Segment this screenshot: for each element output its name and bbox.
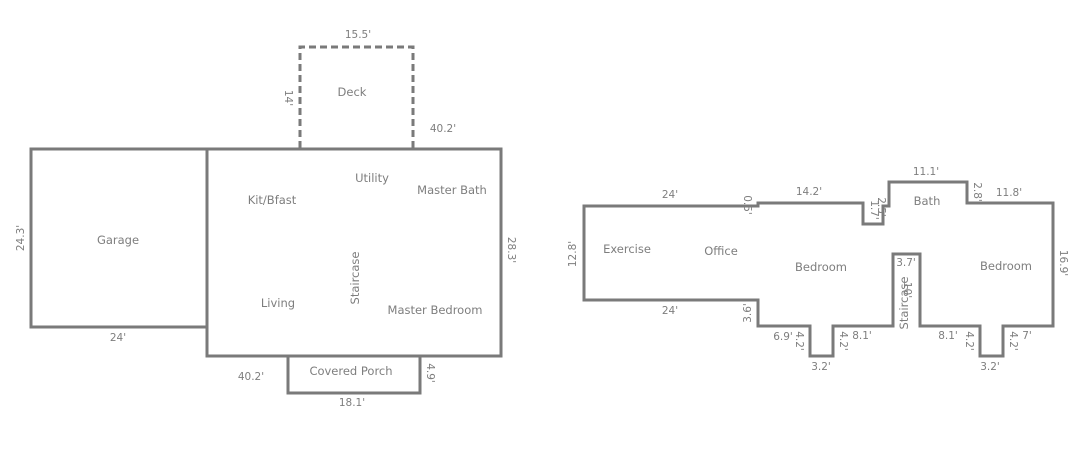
dimension-jog-right-depth: 4.2' (963, 331, 975, 351)
room-label-master-bath: Master Bath (417, 183, 487, 197)
dimension-jog-right-depth-b: 4.2' (1007, 331, 1019, 351)
second-floor-outline (582, 180, 1055, 358)
dimension-jog-left: 6.9' (773, 331, 793, 343)
dimension-left-height: 12.8' (567, 241, 579, 267)
dimension-jog-right-width: 3.2' (980, 361, 1000, 373)
dimension-garage-width: 24' (110, 332, 126, 344)
room-label-staircase-second: Staircase (897, 277, 911, 330)
room-label-bedroom-center: Bedroom (795, 260, 847, 274)
dimension-notch-a: 1.7' (868, 200, 880, 220)
dimension-porch-depth: 4.9' (424, 363, 436, 383)
dimension-house-width-top: 40.2' (430, 123, 456, 135)
dimension-garage-depth: 24.3' (15, 225, 27, 251)
room-label-office: Office (704, 244, 738, 258)
dimension-jog-left-depth-b: 4.2' (837, 331, 849, 351)
dimension-bath-step: 2.8' (971, 182, 983, 202)
room-label-master-bedroom: Master Bedroom (388, 303, 483, 317)
dimension-mid-left: 8.1' (852, 330, 872, 342)
porch-outline (286, 356, 422, 395)
dimension-top-left: 24' (662, 189, 678, 201)
dimension-step-small: 0.5' (741, 195, 753, 215)
dimension-stair-length: 10' (901, 282, 913, 298)
room-label-deck: Deck (338, 85, 367, 99)
room-label-garage: Garage (97, 233, 139, 247)
dimension-deck-width: 15.5' (345, 29, 371, 41)
dimension-house-width-bottom: 40.2' (238, 371, 264, 383)
room-label-kit-bfast: Kit/Bfast (248, 193, 297, 207)
room-label-covered-porch: Covered Porch (309, 364, 392, 378)
second-floor-plan: Exercise Office Bedroom Bath Bedroom Sta… (567, 166, 1069, 373)
room-label-utility: Utility (355, 171, 389, 185)
dimension-right-height: 16.9' (1057, 250, 1069, 276)
dimension-bottom-step: 3.6' (742, 303, 754, 323)
dimension-bottom-left: 24' (662, 305, 678, 317)
room-label-bedroom-right: Bedroom (980, 259, 1032, 273)
dimension-top-middle: 14.2' (796, 186, 822, 198)
dimension-deck-depth: 14' (282, 90, 294, 106)
room-label-bath: Bath (914, 194, 941, 208)
dimension-bottom-right: 7' (1022, 330, 1032, 342)
dimension-porch-width: 18.1' (339, 397, 365, 409)
dimension-jog-left-width: 3.2' (811, 361, 831, 373)
room-label-living: Living (261, 296, 295, 310)
dimension-bath-width: 11.1' (913, 166, 939, 178)
dimension-top-right: 11.8' (996, 187, 1022, 199)
dimension-house-depth: 28.3' (505, 237, 517, 263)
house-outline (205, 147, 503, 358)
dimension-stair-width: 3.7' (896, 257, 916, 269)
room-label-exercise: Exercise (603, 242, 651, 256)
dimension-jog-left-depth: 4.2' (793, 331, 805, 351)
deck-outline (298, 45, 415, 148)
room-label-staircase: Staircase (348, 252, 362, 305)
dimension-notch-b: 2.5' (875, 197, 887, 217)
first-floor-plan: Deck Utility Master Bath Kit/Bfast Garag… (15, 29, 517, 409)
dimension-mid-right: 8.1' (938, 330, 958, 342)
